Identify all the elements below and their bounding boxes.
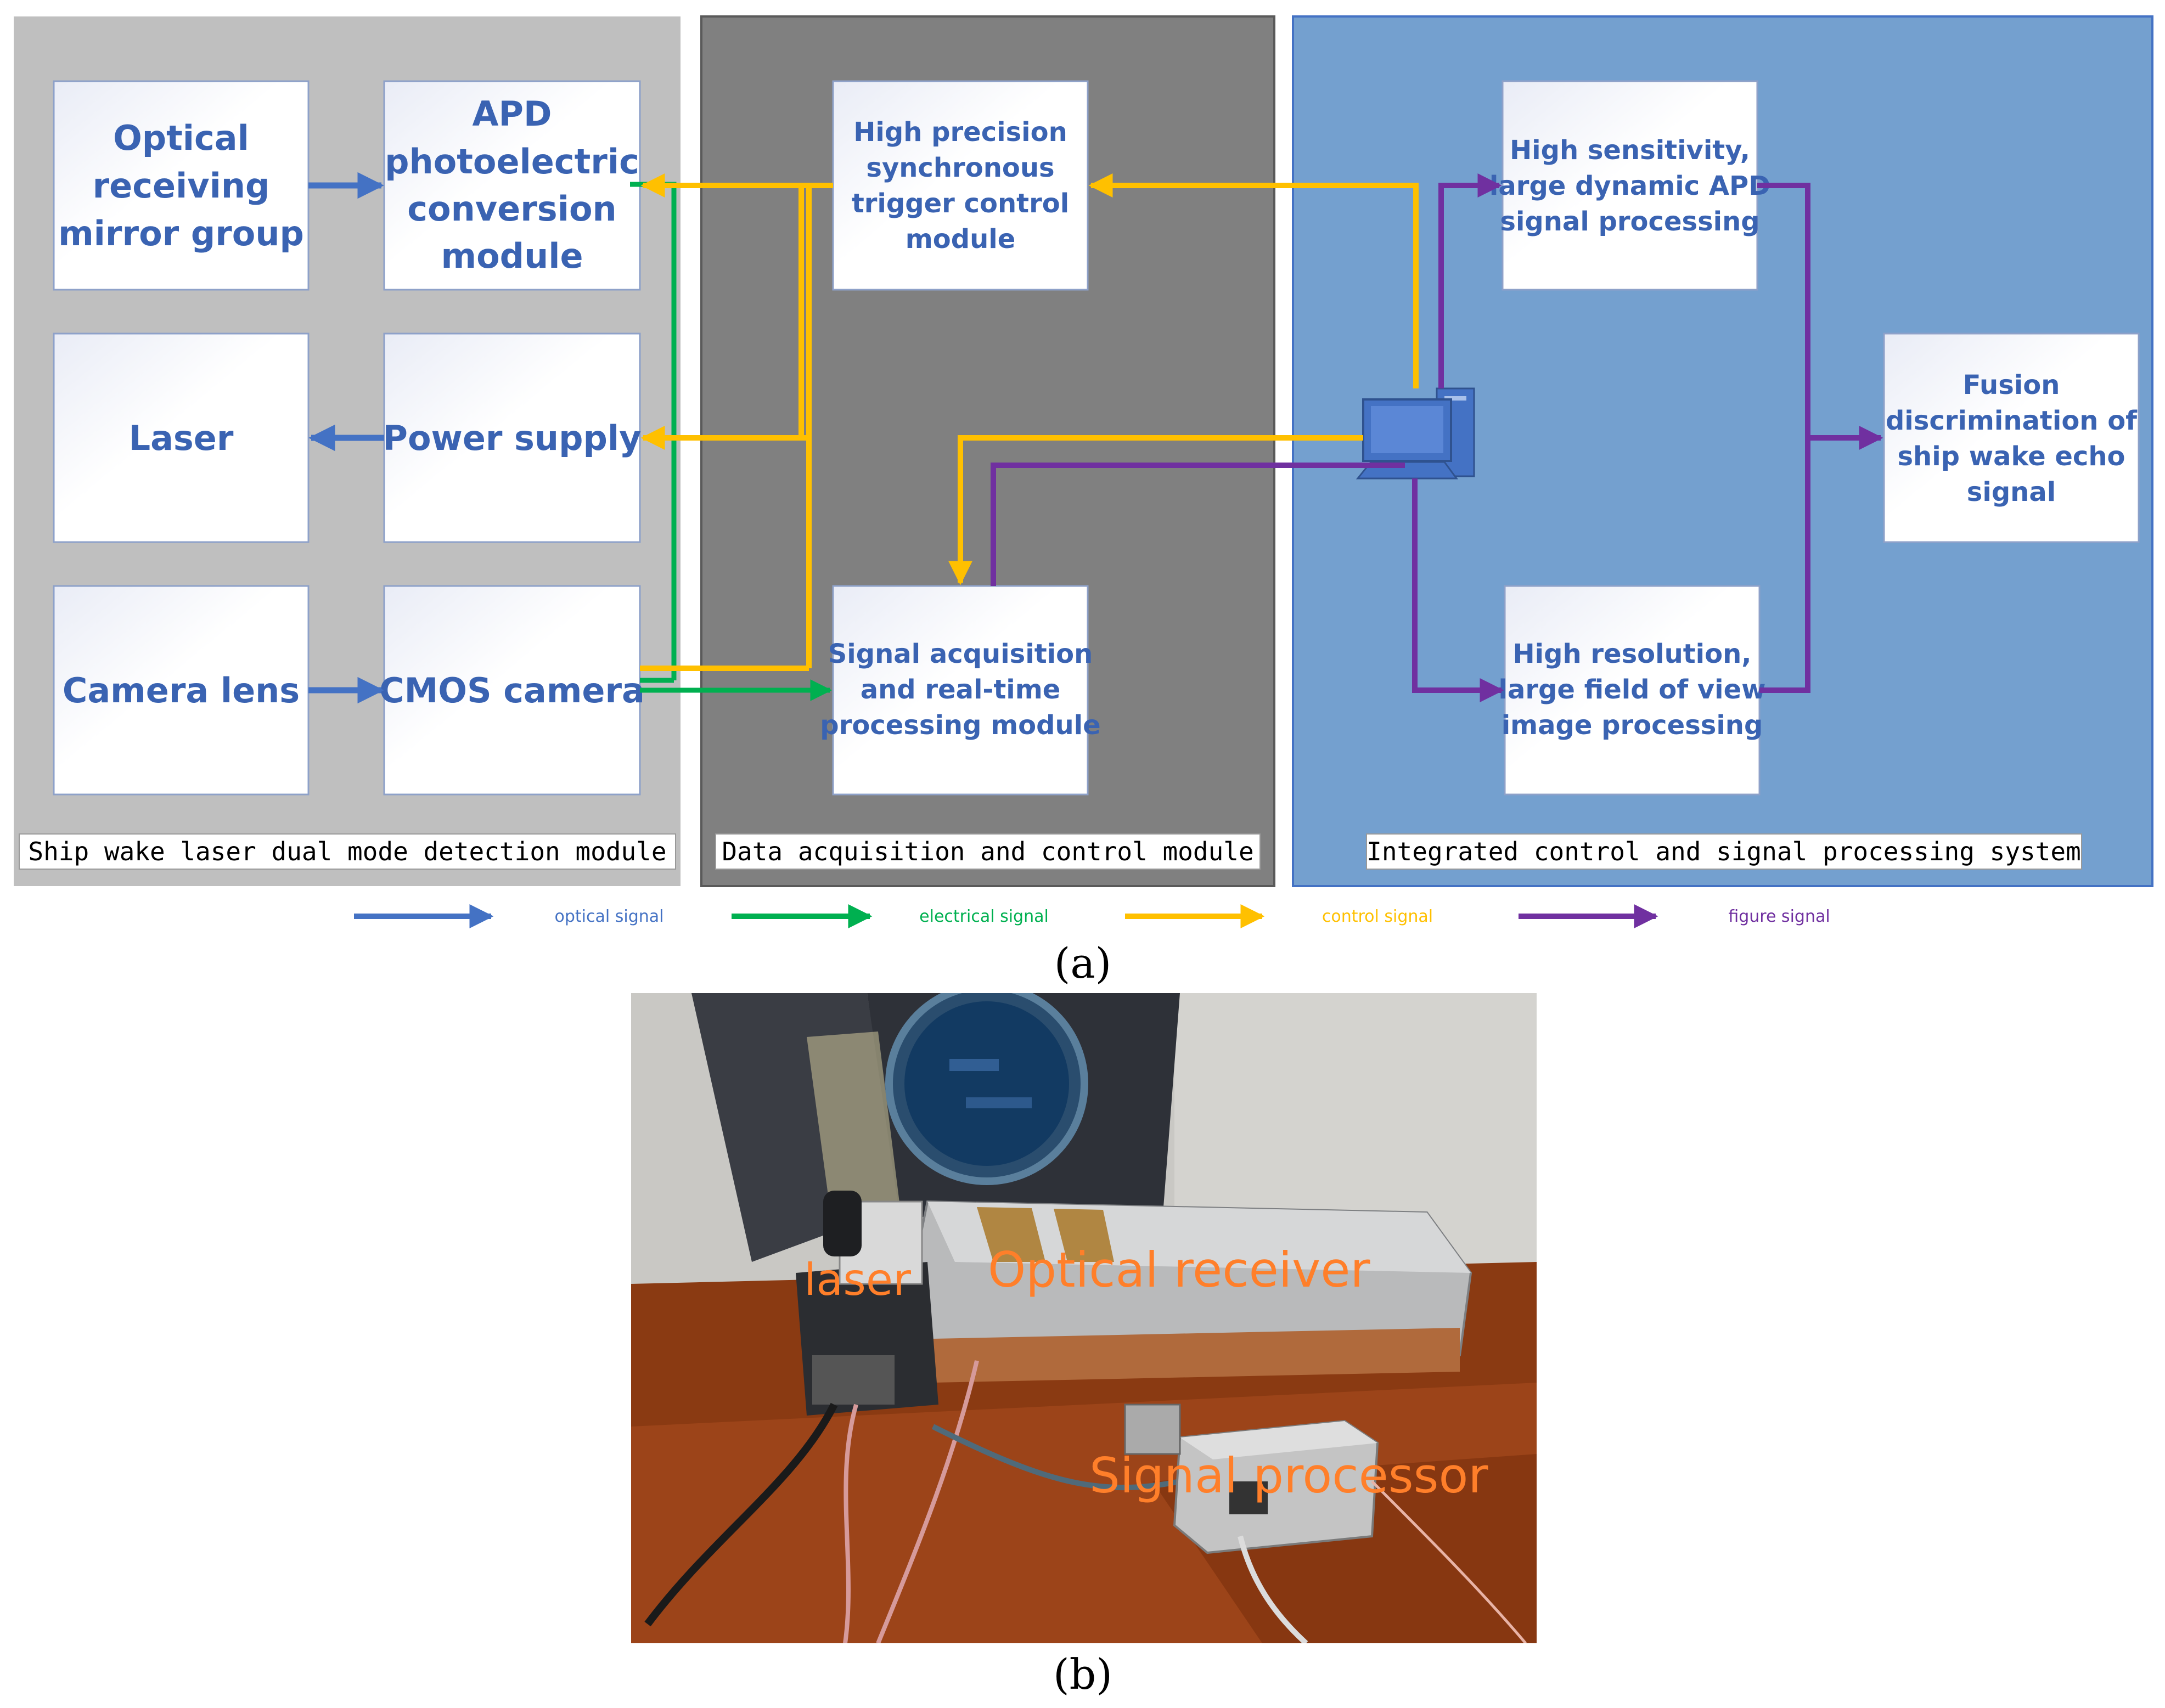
legend-label-electrical: electrical signal <box>919 907 1049 926</box>
photo-label-optical-receiver: Optical receiver <box>988 1242 1370 1298</box>
panel-label-box-mid <box>715 833 1261 870</box>
svg-text:High sensitivity,large dynamic: High sensitivity,large dynamic APDsignal… <box>1489 135 1770 237</box>
legend-label-control: control signal <box>1322 907 1433 926</box>
svg-text:CMOS camera: CMOS camera <box>379 670 645 711</box>
photo-label-signal-processor: Signal processor <box>1089 1447 1488 1504</box>
panel-label-box-right <box>1366 833 2082 870</box>
control-arrow-computer-to-trigger <box>1088 173 1419 388</box>
legend-label-optical: optical signal <box>555 907 664 926</box>
svg-text:Camera lens: Camera lens <box>63 670 300 711</box>
box-cmos-camera: CMOS camera <box>379 585 645 796</box>
figure-arrow-computer-to-image-processing <box>1412 478 1504 703</box>
photo-label-laser: laser <box>804 1254 911 1305</box>
svg-text:Laser: Laser <box>129 418 234 458</box>
panel-label-mid: Data acquisition and control module <box>722 837 1253 866</box>
svg-text:High resolution,large field of: High resolution,large field of viewimage… <box>1498 639 1765 741</box>
figure-line-acquisition-to-computer <box>991 463 1405 586</box>
hardware-photo: laser Optical receiver Signal processor <box>631 993 1537 1643</box>
caption-a: (a) <box>1054 939 1112 988</box>
panel-label-left: Ship wake laser dual mode detection modu… <box>28 837 666 866</box>
legend: optical signal electrical signal control… <box>354 904 1830 929</box>
panel-label-right: Integrated control and signal processing… <box>1367 837 2081 866</box>
control-arrow-computer-to-acquisition <box>948 435 1363 585</box>
box-power-supply: Power supply <box>383 332 642 543</box>
panel-label-box-left <box>19 833 676 870</box>
svg-text:Power supply: Power supply <box>383 418 642 458</box>
box-laser: Laser <box>53 332 310 543</box>
legend-label-figure: figure signal <box>1728 907 1830 926</box>
desktop-computer-icon <box>1356 387 1475 480</box>
caption-b: (b) <box>1053 1650 1112 1699</box>
figure-arrow-computer-to-apd-processing <box>1438 173 1502 388</box>
box-camera-lens: Camera lens <box>53 585 310 796</box>
